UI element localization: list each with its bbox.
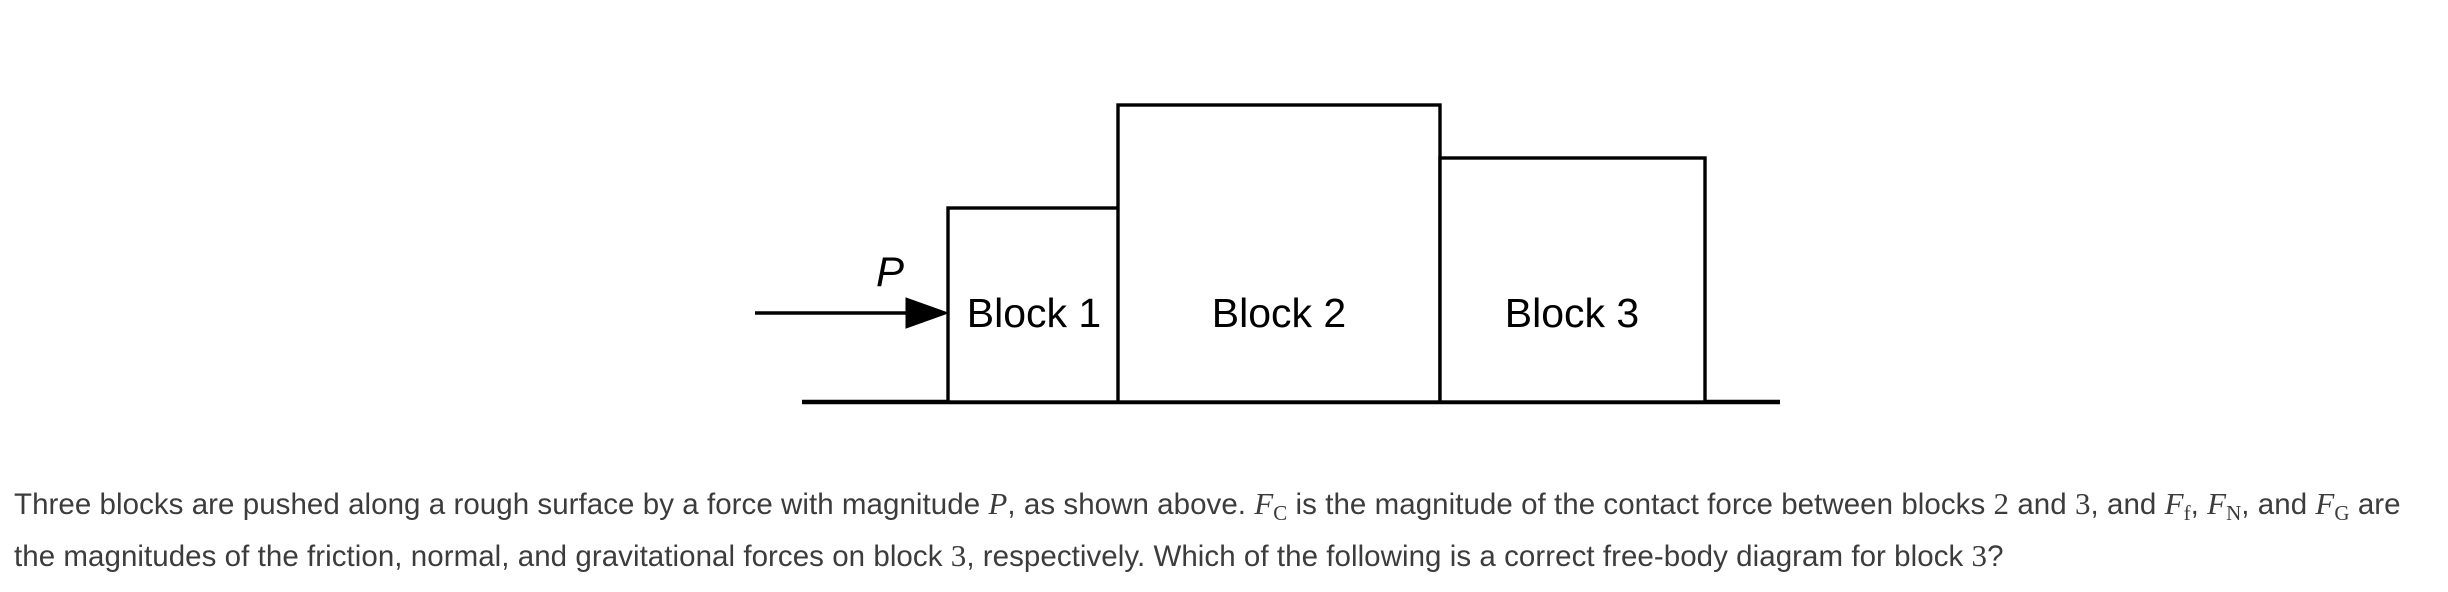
block-3-label: Block 3 [1505,290,1639,336]
caption-text-4: and [2009,487,2075,521]
symbol-P: P [988,485,1008,521]
caption-text-6: , [2190,487,2208,521]
caption-text-5: , and [2090,487,2165,521]
caption-text-1: Three blocks are pushed along a rough su… [14,487,989,521]
block-diagram-svg: Block 1 Block 2 Block 3 P [755,103,1780,405]
caption-text-2: , as shown above. [1007,487,1255,521]
subscript-C: C [1273,500,1288,525]
block-1-label: Block 1 [967,290,1101,336]
question-caption: Three blocks are pushed along a rough su… [14,482,2434,579]
subscript-N: N [2226,500,2242,525]
subscript-G: G [2334,500,2350,525]
caption-text-10: ? [1987,540,2004,574]
caption-text-8: are the magnitudes of the friction, norm… [14,487,2401,574]
block-2-label: Block 2 [1212,290,1346,336]
applied-force-arrow-head [905,297,950,329]
symbol-F-normal: F [2207,485,2227,521]
number-3-b: 3 [950,538,967,574]
subscript-f: f [2183,500,2191,525]
number-3-a: 3 [2074,485,2091,521]
caption-text-9: , respectively. Which of the following i… [966,540,1972,574]
caption-text-3: is the magnitude of the contact force be… [1287,487,1994,521]
symbol-F-contact: F [1254,485,1274,521]
number-2: 2 [1993,485,2010,521]
block-3-shape [1438,156,1707,404]
symbol-F-gravity: F [2315,485,2335,521]
block-2-shape [1116,103,1442,404]
block-diagram-figure: Block 1 Block 2 Block 3 P [755,103,1780,405]
number-3-c: 3 [1971,538,1988,574]
caption-text-7: , and [2241,487,2316,521]
symbol-F-friction: F [2164,485,2184,521]
applied-force-label: P [876,248,904,295]
